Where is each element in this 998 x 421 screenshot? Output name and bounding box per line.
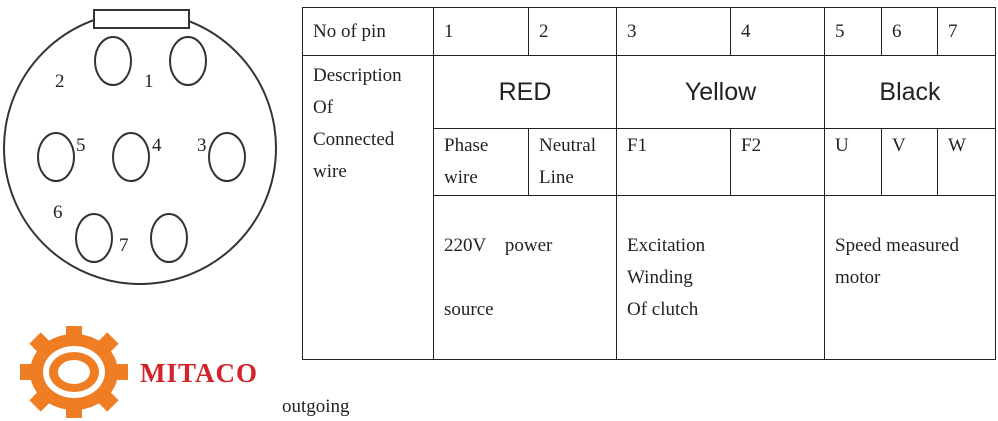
function-speed-motor: Speed measured motor <box>824 195 996 360</box>
mitaco-gear-logo <box>20 326 128 418</box>
connector-pinout-diagram: 2 1 5 4 3 6 7 <box>3 9 277 285</box>
function-power-source: 220V power source <box>433 195 617 360</box>
pin-number-cell: 3 <box>616 7 731 56</box>
pin-label-7: 7 <box>119 235 129 256</box>
pin-number-cell: 2 <box>528 7 617 56</box>
wire-name-cell: Phase wire <box>433 128 529 196</box>
pin-number-row: No of pin 1 2 3 4 5 6 7 <box>302 7 996 56</box>
pin-hole-1 <box>169 36 207 86</box>
wire-name-cell: F1 <box>616 128 731 196</box>
pin-hole-3 <box>208 132 246 182</box>
footer-text: outgoing <box>282 396 350 417</box>
pin-number-cell: 5 <box>824 7 882 56</box>
pin-label-6: 6 <box>53 202 63 223</box>
wire-name-cell: U <box>824 128 882 196</box>
pin-label-4: 4 <box>152 135 162 156</box>
pin-wiring-table: No of pin 1 2 3 4 5 6 7 Description Of C… <box>302 7 996 360</box>
wire-color-row: Description Of Connected wire RED Yellow… <box>302 55 996 360</box>
pin-label-2: 2 <box>55 71 65 92</box>
description-label-cell: Description Of Connected wire <box>302 55 434 360</box>
pin-number-cell: 1 <box>433 7 529 56</box>
pin-label-5: 5 <box>76 135 86 156</box>
pin-hole-4 <box>112 132 150 182</box>
function-row: 220V power source Excitation Winding Of … <box>303 195 996 360</box>
function-excitation: Excitation Winding Of clutch <box>616 195 825 360</box>
pin-hole-5 <box>37 132 75 182</box>
wire-name-cell: W <box>937 128 996 196</box>
pin-number-cell: 6 <box>881 7 938 56</box>
connector-key-tab <box>93 9 190 29</box>
pin-number-cell: 7 <box>937 7 996 56</box>
pin-label-1: 1 <box>144 71 154 92</box>
pin-hole-2 <box>94 36 132 86</box>
wire-name-cell: F2 <box>730 128 825 196</box>
brand-name: MITACO <box>140 358 258 388</box>
connector-outline <box>3 11 277 285</box>
wire-color-red: RED <box>433 55 617 129</box>
pin-label-3: 3 <box>197 135 207 156</box>
pin-number-cell: 4 <box>730 7 825 56</box>
wire-color-black: Black <box>824 55 996 129</box>
pin-hole-7 <box>150 213 188 263</box>
wire-name-cell: V <box>881 128 938 196</box>
pin-hole-6 <box>75 213 113 263</box>
wire-name-cell: Neutral Line <box>528 128 617 196</box>
header-cell: No of pin <box>302 7 434 56</box>
wire-color-yellow: Yellow <box>616 55 825 129</box>
